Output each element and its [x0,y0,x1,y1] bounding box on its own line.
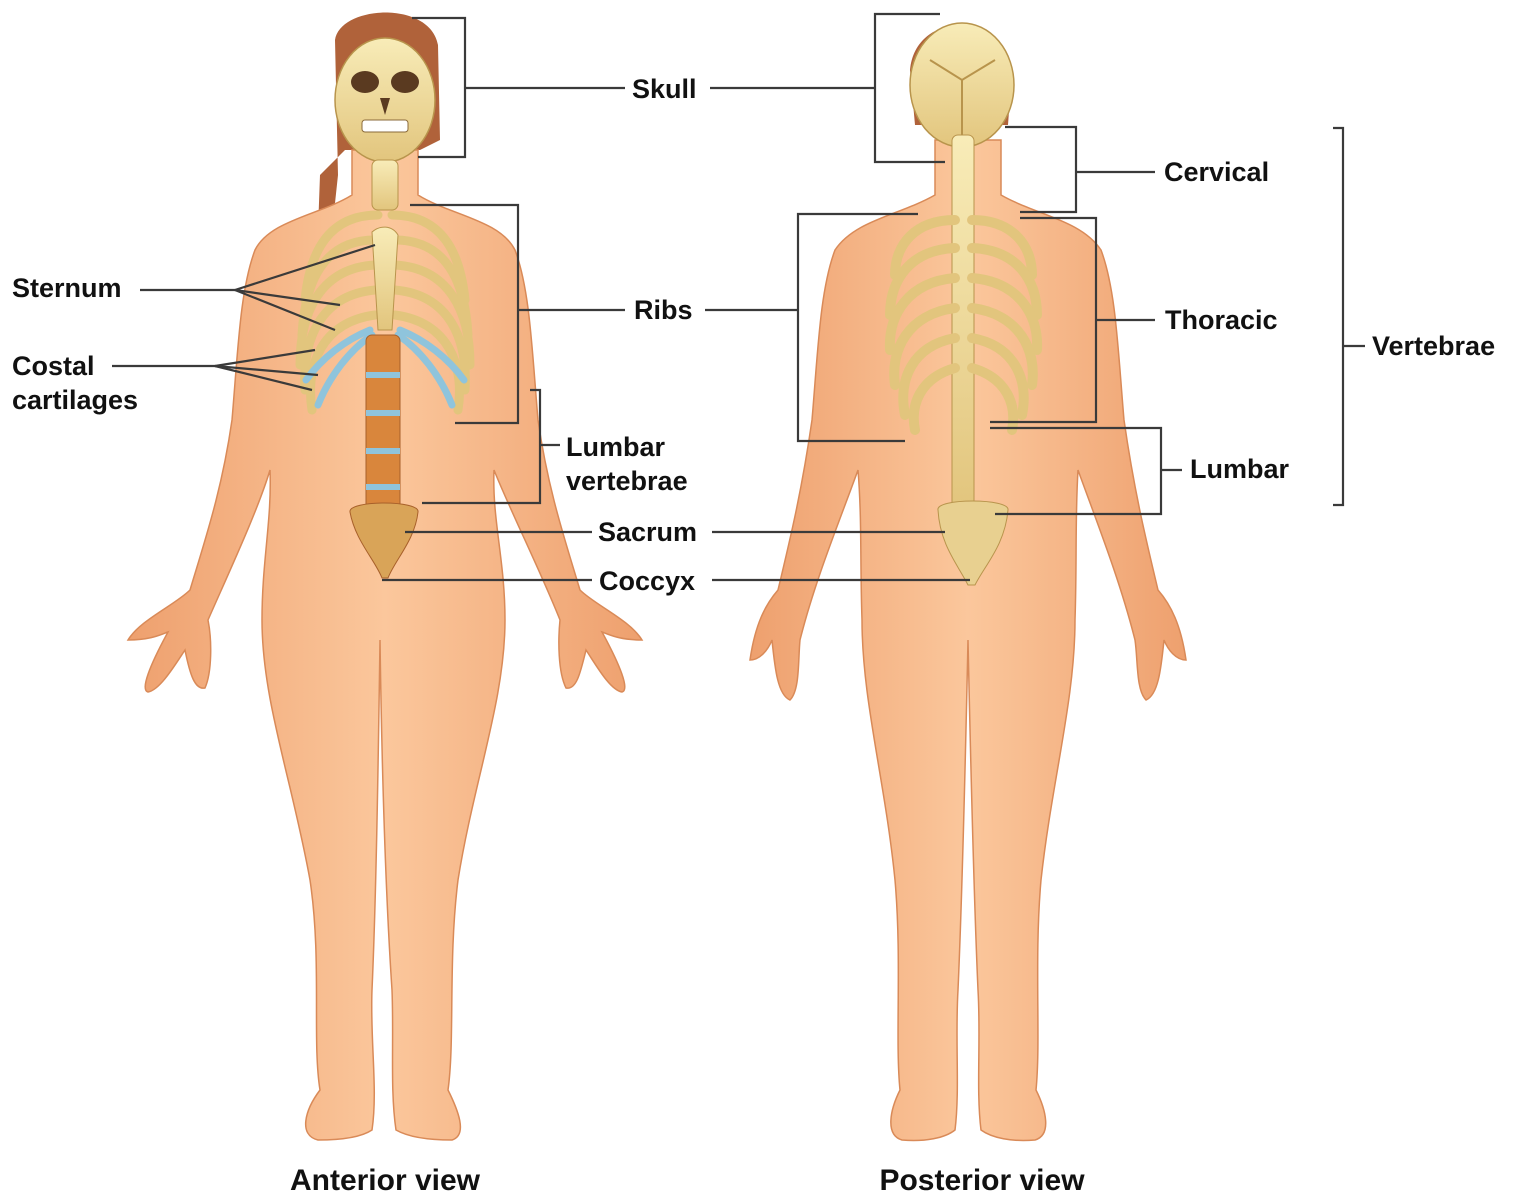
label-costal-line2: cartilages [12,385,138,415]
anterior-cervical-spine [372,160,398,210]
caption-anterior-view: Anterior view [290,1164,481,1195]
posterior-figure [750,23,1186,1141]
caption-posterior-view: Posterior view [879,1164,1085,1195]
right-orbit [391,71,419,93]
label-thoracic: Thoracic [1165,305,1278,335]
label-sternum: Sternum [12,273,122,303]
posterior-spine [952,135,974,510]
label-sacrum: Sacrum [598,517,697,547]
left-orbit [351,71,379,93]
label-coccyx: Coccyx [599,566,695,596]
label-lumbar-vertebrae-line2: vertebrae [566,466,688,496]
label-skull: Skull [632,74,697,104]
anterior-lumbar-spine [366,335,400,510]
label-lumbar-vertebrae-line1: Lumbar [566,432,666,462]
label-ribs: Ribs [634,295,693,325]
teeth [362,120,408,132]
label-vertebrae: Vertebrae [1372,331,1495,361]
label-lumbar: Lumbar [1190,454,1290,484]
anterior-figure [128,13,642,1141]
label-costal-line1: Costal [12,351,95,381]
label-cervical: Cervical [1164,157,1269,187]
